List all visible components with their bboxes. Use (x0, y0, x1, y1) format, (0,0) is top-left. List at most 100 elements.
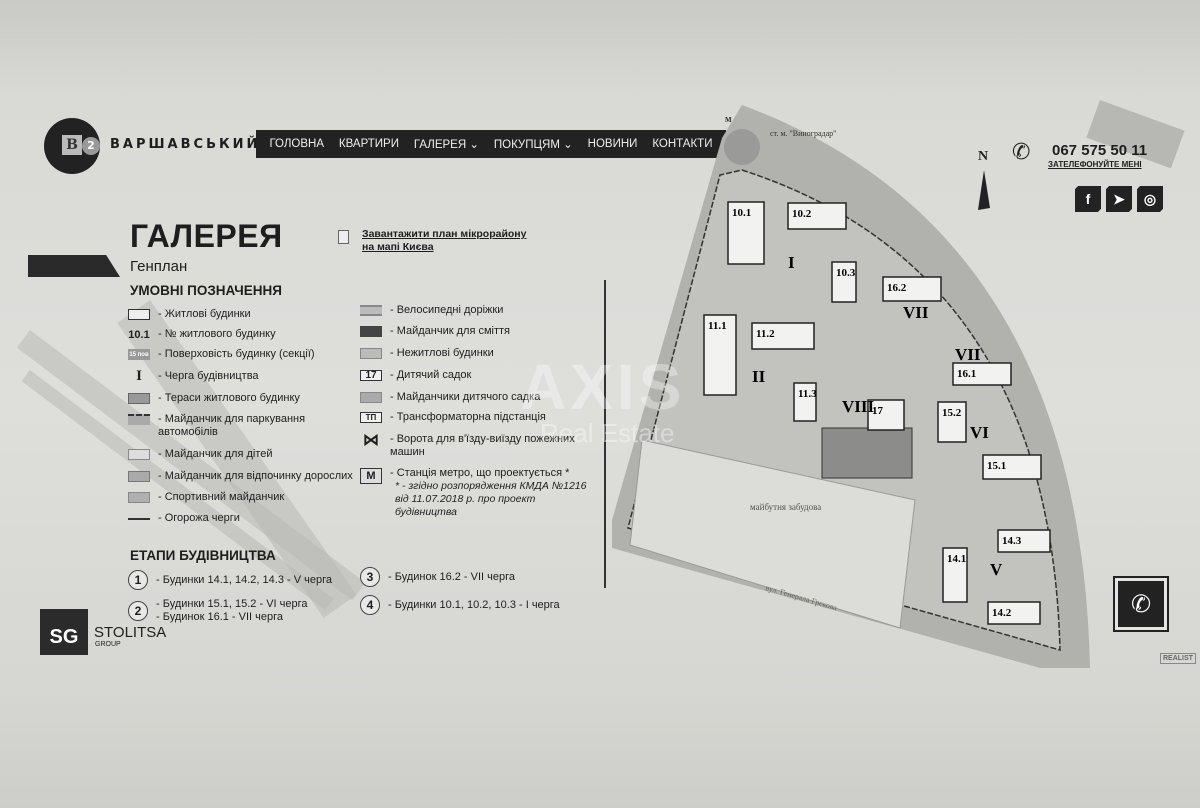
nav-news[interactable]: НОВИНИ (587, 138, 638, 150)
legend-symbol (128, 492, 150, 503)
phase-label: VIII (842, 397, 875, 416)
stage-line: - Будинок 16.1 - VII черга (156, 611, 283, 623)
building[interactable] (952, 362, 1012, 386)
future-development-area (629, 439, 916, 629)
legend-label: - Ворота для в'їзду-виїзду пожежних маши… (390, 433, 575, 458)
stage-number: 1 (128, 570, 148, 590)
legend-label: - Нежитлові будинки (390, 347, 494, 359)
legend-symbol (360, 392, 382, 403)
watermark-sub: Real Estate (540, 418, 675, 448)
building[interactable] (987, 601, 1041, 625)
legend-item: - Майданчик для сміття (360, 325, 590, 338)
legend-label: - № житлового будинку (158, 328, 276, 340)
legend-symbol: I (136, 368, 142, 384)
building[interactable] (982, 454, 1042, 480)
legend-symbol (128, 518, 150, 520)
building[interactable] (867, 399, 905, 431)
legend-symbol: 17 (360, 370, 382, 381)
call-button[interactable]: ✆ (1113, 576, 1169, 632)
logo-letter: B (62, 135, 82, 155)
building-number: 11.1 (708, 320, 727, 332)
legend-label: - Майданчик для дітей (158, 448, 273, 460)
phase-label: I (788, 253, 795, 272)
building[interactable] (882, 276, 942, 302)
phase-label: VII (903, 303, 929, 322)
building[interactable] (937, 401, 967, 443)
stage-text: - Будинки 15.1, 15.2 - VI черга- Будинок… (156, 598, 308, 624)
legend-item: - Спортивний майданчик (128, 491, 358, 504)
legend-label: - Велосипедні доріжки (390, 304, 504, 316)
phase-label: V (990, 560, 1003, 579)
legend-item: 10.1 - № житлового будинку (128, 328, 358, 341)
legend-footnote: * - згідно розпорядження КМДА №1216 від … (395, 480, 587, 518)
legend-label: - Спортивний майданчик (158, 491, 285, 503)
stage-text: - Будинок 16.2 - VII черга (388, 571, 515, 584)
legend-symbol (360, 305, 382, 316)
phase-label: VI (970, 423, 989, 442)
nav-contacts[interactable]: КОНТАКТИ (652, 138, 713, 150)
legend-item: - Огорожа черги (128, 512, 358, 525)
metro-label: ст. м. "Виноградар" (770, 129, 836, 138)
stage-text: - Будинки 10.1, 10.2, 10.3 - I черга (388, 599, 560, 612)
building[interactable] (703, 314, 737, 396)
building[interactable] (997, 529, 1051, 553)
instagram-icon[interactable]: ◎ (1137, 186, 1163, 212)
nav-home[interactable]: ГОЛОВНА (269, 138, 324, 150)
phase-label: II (752, 367, 766, 386)
legend-label: - Трансформаторна підстанція (390, 411, 546, 423)
brand-name[interactable]: ВАРШАВСЬКИЙ (110, 137, 261, 152)
building[interactable] (787, 202, 847, 230)
stage-item: 4 - Будинки 10.1, 10.2, 10.3 - I черга (360, 595, 560, 615)
stage-number: 4 (360, 595, 380, 615)
building[interactable] (831, 261, 857, 303)
stage-line: - Будинки 14.1, 14.2, 14.3 - V черга (156, 573, 332, 586)
call-me-link[interactable]: ЗАТЕЛЕФОНУЙТЕ МЕНІ (1048, 160, 1142, 169)
legend-item: - Велосипедні доріжки (360, 304, 590, 317)
legend-item: I- Черга будівництва (128, 368, 358, 384)
legend-label: - Дитячий садок (390, 369, 472, 381)
stage-item: 3 - Будинок 16.2 - VII черга (360, 567, 515, 587)
building-number: 11.3 (798, 388, 817, 400)
legend-symbol (360, 348, 382, 359)
building[interactable] (751, 322, 815, 350)
legend-item: - Тераси житлового будинку (128, 392, 358, 405)
main-nav: ГОЛОВНА КВАРТИРИ ГАЛЕРЕЯ ⌄ ПОКУПЦЯМ ⌄ НО… (256, 130, 726, 158)
legend-label: - Майданчик для сміття (390, 325, 511, 337)
legend-label: - Майданчики дитячого садка (390, 391, 541, 403)
download-plan-link[interactable]: Завантажити план мікрорайону на мапі Киє… (362, 228, 527, 253)
stage-line: - Будинки 10.1, 10.2, 10.3 - I черга (388, 598, 560, 611)
phone-number[interactable]: 067 575 50 11 (1052, 142, 1148, 159)
nav-buyers[interactable]: ПОКУПЦЯМ ⌄ (493, 139, 573, 151)
phone-icon: ✆ (1130, 590, 1152, 618)
building[interactable] (942, 547, 968, 603)
facebook-icon[interactable]: f (1075, 186, 1101, 212)
building[interactable] (727, 201, 765, 265)
building-number: 14.2 (992, 607, 1012, 619)
legend-item: ТП- Трансформаторна підстанція (360, 411, 590, 424)
legend-label: - Поверховість будинку (секції) (158, 348, 315, 360)
stage-item: 1 - Будинки 14.1, 14.2, 14.3 - V черга (128, 570, 332, 590)
building[interactable] (793, 382, 817, 422)
building-number: 10.2 (792, 208, 812, 220)
legend-symbol (128, 393, 150, 404)
nav-apartments[interactable]: КВАРТИРИ (338, 138, 399, 150)
legend-label: - Тераси житлового будинку (158, 392, 300, 404)
metro-marker: М (725, 116, 732, 124)
north-label: N (978, 149, 988, 164)
legend-label: - Майданчик для паркування автомобілів (158, 413, 306, 438)
nav-gallery[interactable]: ГАЛЕРЕЯ ⌄ (413, 139, 479, 151)
legend-symbol: ⋈ (363, 431, 379, 449)
phone-icon: ✆ (1012, 140, 1031, 165)
building-number: 11.2 (756, 328, 775, 340)
legend-symbol (128, 449, 150, 460)
decor-bar (28, 255, 120, 277)
telegram-icon[interactable]: ➤ (1106, 186, 1132, 212)
stage-number: 3 (360, 567, 380, 587)
legend-symbol: 10.1 (128, 328, 150, 341)
legend-symbol: М (360, 468, 382, 484)
north-arrow-icon (978, 170, 990, 210)
legend-symbol (360, 326, 382, 337)
developer-name: STOLITSA (94, 624, 167, 641)
stage-item: 2- Будинки 15.1, 15.2 - VI черга- Будино… (128, 598, 308, 624)
